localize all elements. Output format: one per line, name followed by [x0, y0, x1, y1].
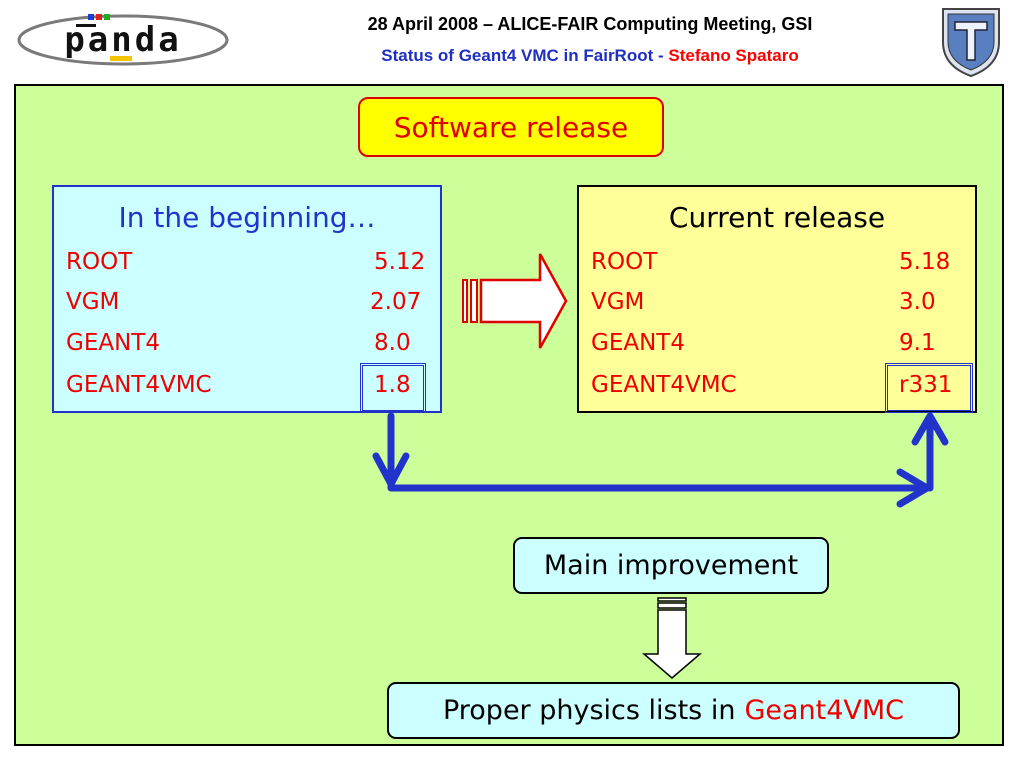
- header-author: Stefano Spataro: [668, 46, 799, 65]
- header-meeting-line: 28 April 2008 – ALICE-FAIR Computing Mee…: [367, 14, 813, 34]
- current-row-name: GEANT4: [591, 330, 685, 356]
- block-arrow-right-icon: [462, 253, 568, 349]
- slide-title: Software release: [358, 97, 664, 157]
- current-versions-box: Current release ROOT 5.18 VGM 3.0 GEANT4…: [577, 185, 977, 413]
- initial-row-name: GEANT4: [66, 330, 160, 356]
- initial-row-version: 5.12: [374, 249, 426, 275]
- result-box: Proper physics lists in Geant4VMC: [387, 682, 960, 739]
- current-row-version: r331: [899, 372, 953, 398]
- initial-versions-heading: In the beginning…: [118, 201, 376, 234]
- initial-row-version: 1.8: [374, 372, 411, 398]
- initial-row-name: VGM: [66, 289, 120, 315]
- current-vmc-highlight: [885, 363, 973, 413]
- result-text: Proper physics lists in: [442, 695, 736, 726]
- current-row-name: ROOT: [591, 249, 658, 275]
- header-subtitle-line: Status of Geant4 VMC in FairRoot - Stefa…: [260, 46, 920, 66]
- initial-row-version: 8.0: [374, 330, 411, 356]
- current-row-name: GEANT4VMC: [591, 372, 737, 398]
- current-row-name: VGM: [591, 289, 645, 315]
- connector-arrow-icon: [372, 412, 949, 508]
- current-row-version: 3.0: [899, 289, 936, 315]
- university-shield-icon: [942, 8, 1000, 78]
- initial-versions-box: In the beginning… ROOT 5.12 VGM 2.07 GEA…: [52, 185, 442, 413]
- block-arrow-down-icon: [641, 597, 703, 679]
- panda-logo: panda: [17, 14, 229, 66]
- main-improvement-box: Main improvement: [513, 537, 829, 594]
- current-versions-heading: Current release: [668, 201, 886, 234]
- current-row-version: 9.1: [899, 330, 936, 356]
- initial-row-version: 2.07: [370, 289, 422, 315]
- result-highlight: Geant4VMC: [744, 695, 905, 726]
- initial-row-name: GEANT4VMC: [66, 372, 212, 398]
- initial-vmc-highlight: [360, 363, 426, 413]
- initial-row-name: ROOT: [66, 249, 133, 275]
- header-subtitle: Status of Geant4 VMC in FairRoot -: [381, 46, 669, 65]
- current-row-version: 5.18: [899, 249, 951, 275]
